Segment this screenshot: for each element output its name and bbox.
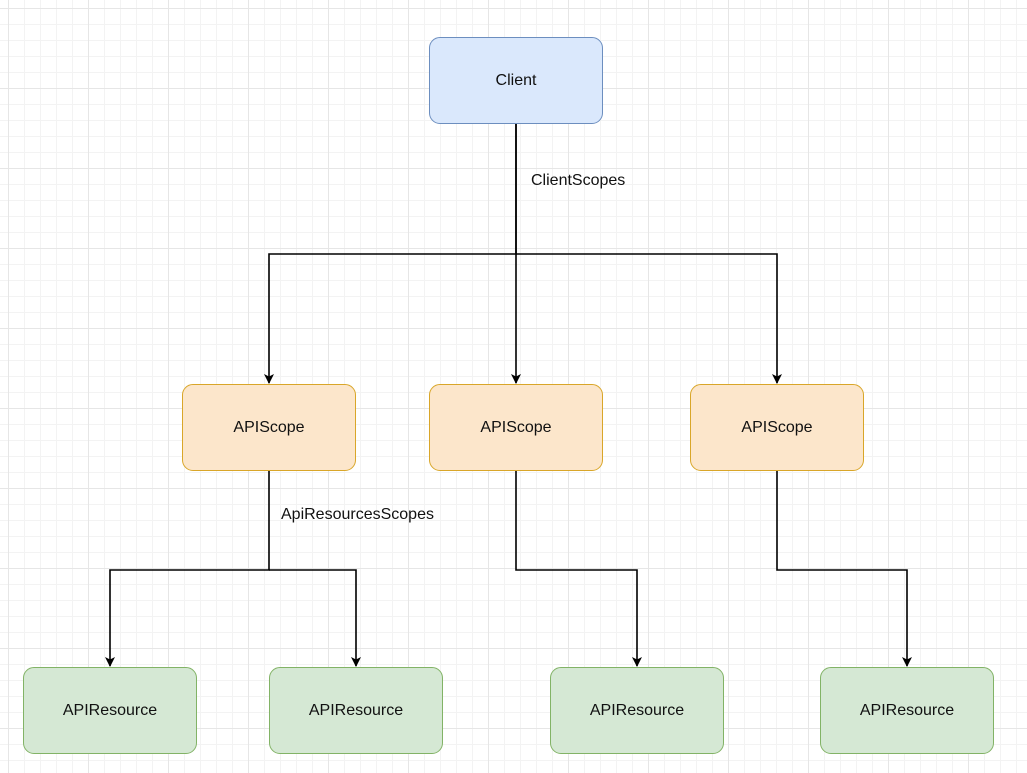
api-scope-node-label: APIScope: [233, 418, 305, 436]
client-node[interactable]: Client: [429, 37, 603, 124]
api-scope-node-3[interactable]: APIScope: [690, 384, 864, 471]
api-resource-node-label: APIResource: [589, 701, 685, 719]
api-scope-node-1[interactable]: APIScope: [182, 384, 356, 471]
client-scopes-edge-label: ClientScopes: [531, 172, 626, 189]
api-resources-scopes-edge-label: ApiResourcesScopes: [281, 506, 434, 523]
api-resource-node-label: APIResource: [308, 701, 404, 719]
edge-scope-2-to-resource-3[interactable]: [515, 471, 642, 667]
edge-client-to-scope-1[interactable]: [264, 124, 517, 384]
client-node-label: Client: [495, 71, 537, 89]
api-resource-node-1[interactable]: APIResource: [23, 667, 197, 754]
api-resource-node-3[interactable]: APIResource: [550, 667, 724, 754]
api-scope-node-label: APIScope: [480, 418, 552, 436]
edge-client-to-scope-3[interactable]: [516, 253, 782, 384]
api-scope-node-2[interactable]: APIScope: [429, 384, 603, 471]
api-resource-node-4[interactable]: APIResource: [820, 667, 994, 754]
api-resource-node-label: APIResource: [62, 701, 158, 719]
api-resource-node-label: APIResource: [859, 701, 955, 719]
api-scope-node-label: APIScope: [741, 418, 813, 436]
edge-scope-1-to-resource-2[interactable]: [269, 569, 361, 667]
api-resource-node-2[interactable]: APIResource: [269, 667, 443, 754]
edge-scope-3-to-resource-4[interactable]: [776, 471, 912, 667]
edge-scope-1-to-resource-1[interactable]: [105, 471, 270, 667]
